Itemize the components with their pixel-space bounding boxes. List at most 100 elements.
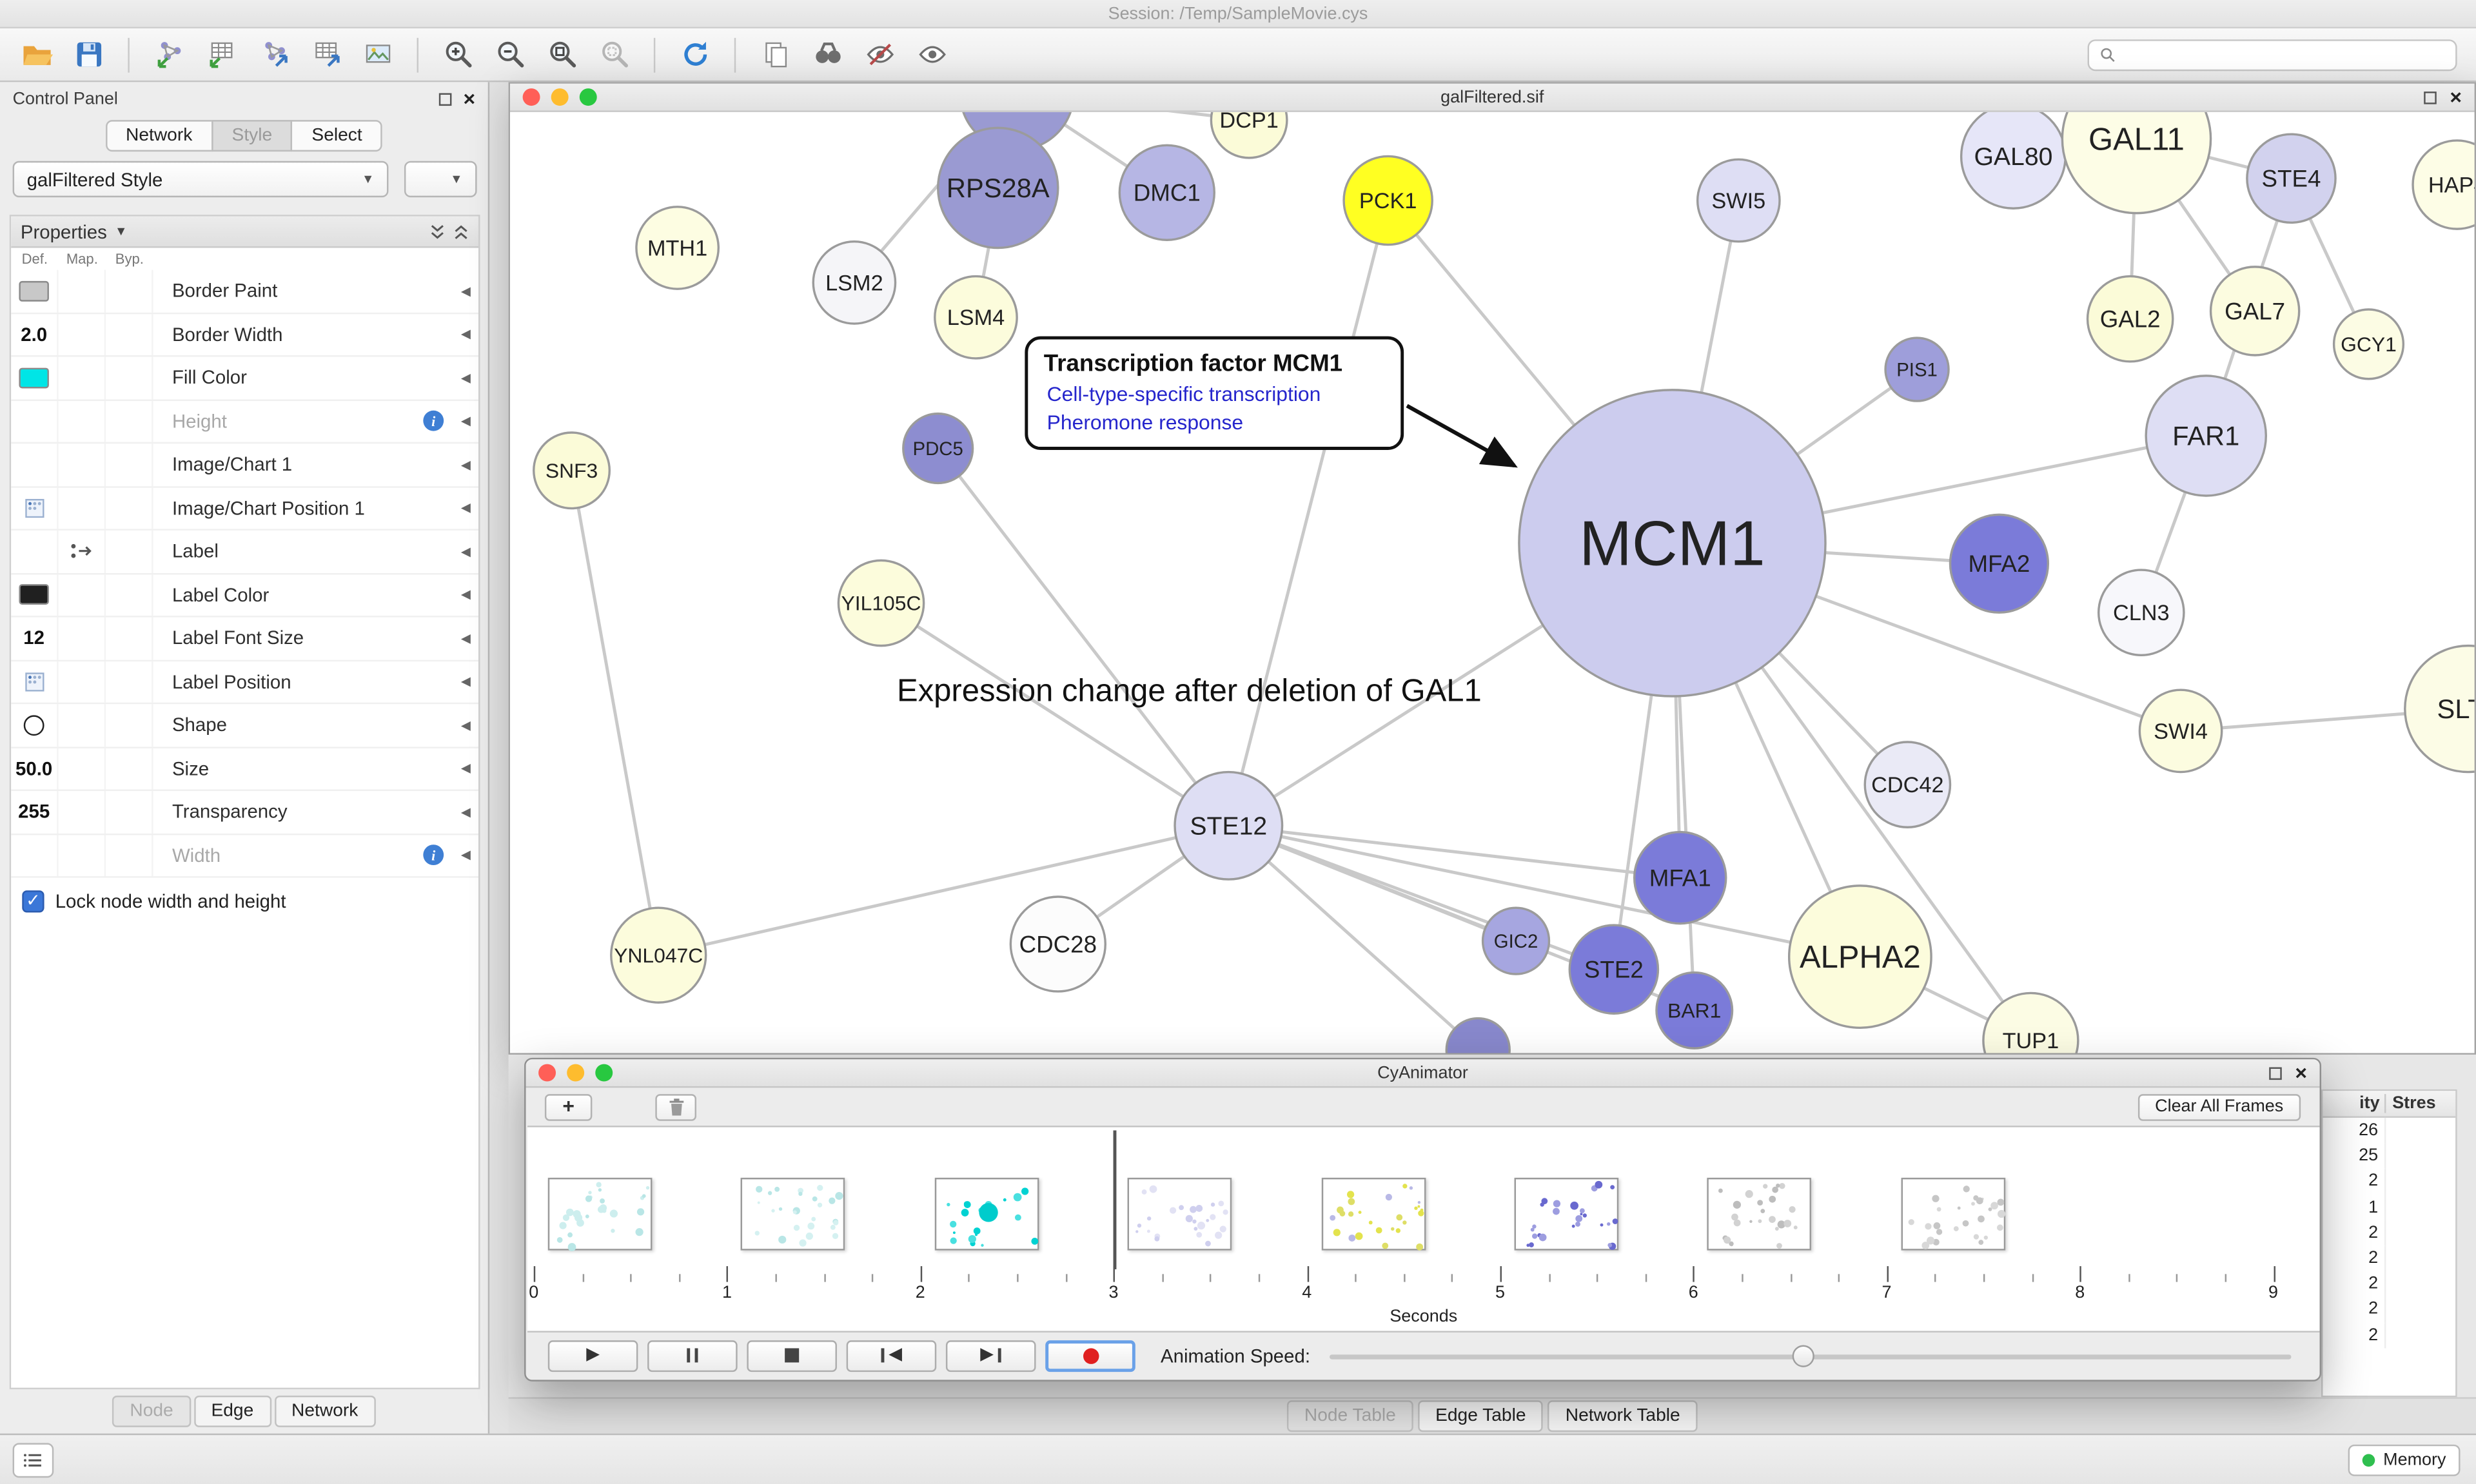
network-node-HAP4[interactable]	[2412, 139, 2475, 230]
default-value-cell[interactable]	[11, 444, 59, 486]
show-panels-button[interactable]	[12, 1443, 54, 1478]
tab-edge[interactable]: Edge	[193, 1395, 271, 1427]
network-node-GAL2[interactable]	[2086, 275, 2174, 363]
property-row-image-chart-position-1[interactable]: Image/Chart Position 1◀	[11, 487, 479, 531]
network-node-botnode[interactable]	[1445, 1017, 1511, 1053]
frame-thumbnail-4[interactable]	[1128, 1177, 1232, 1251]
network-node-CDC28[interactable]	[1009, 895, 1107, 993]
mapping-cell[interactable]	[59, 356, 106, 399]
slider-knob[interactable]	[1793, 1344, 1815, 1367]
mapping-cell[interactable]	[59, 400, 106, 442]
table-row[interactable]: 1	[2323, 1194, 2455, 1220]
frame-thumbnail-2[interactable]	[741, 1177, 846, 1251]
network-edge[interactable]	[570, 470, 660, 956]
default-value-cell[interactable]	[11, 269, 59, 312]
network-node-RPS28A[interactable]	[936, 126, 1059, 249]
bypass-cell[interactable]	[106, 574, 153, 616]
tab-network-table[interactable]: Network Table	[1548, 1400, 1698, 1432]
color-swatch[interactable]	[19, 367, 49, 388]
color-swatch[interactable]	[19, 280, 49, 302]
refresh-icon[interactable]	[671, 34, 718, 75]
bypass-cell[interactable]	[106, 834, 153, 877]
network-node-GAL11[interactable]	[2061, 112, 2212, 215]
property-row-fill-color[interactable]: Fill Color◀	[11, 356, 479, 400]
network-node-GIC2[interactable]	[1481, 906, 1551, 975]
default-value-cell[interactable]	[11, 704, 59, 747]
mapping-cell[interactable]	[59, 660, 106, 703]
default-value-cell[interactable]: 12	[11, 617, 59, 659]
color-swatch[interactable]	[19, 584, 49, 605]
skip-to-end-button[interactable]: ▶	[945, 1339, 1036, 1371]
open-session-icon[interactable]	[13, 34, 60, 75]
mapping-cell[interactable]	[59, 834, 106, 877]
properties-header[interactable]: Properties ▼	[11, 216, 479, 248]
bypass-cell[interactable]	[106, 356, 153, 399]
expand-row-icon[interactable]: ◀	[460, 544, 471, 559]
tab-style[interactable]: Style	[211, 120, 293, 152]
default-value-cell[interactable]	[11, 660, 59, 703]
maximize-window-icon[interactable]	[579, 88, 597, 106]
network-node-STE12[interactable]	[1174, 770, 1284, 881]
frame-thumbnail-6[interactable]	[1514, 1177, 1619, 1251]
record-button[interactable]	[1045, 1339, 1135, 1371]
mapping-cell[interactable]	[59, 444, 106, 486]
default-value-cell[interactable]: 50.0	[11, 747, 59, 790]
network-node-DCP1[interactable]	[1210, 112, 1288, 159]
collapse-all-icon[interactable]	[429, 224, 445, 239]
table-row[interactable]: 2	[2323, 1169, 2455, 1195]
network-edge[interactable]	[1227, 824, 1479, 1051]
network-edge[interactable]	[1228, 824, 1861, 959]
network-node-CLN3[interactable]	[2097, 569, 2185, 657]
bypass-cell[interactable]	[106, 444, 153, 486]
default-value-cell[interactable]: 2.0	[11, 313, 59, 356]
play-button[interactable]: ▶	[547, 1339, 638, 1371]
skip-to-start-button[interactable]: ◀	[846, 1339, 937, 1371]
snapshot-icon[interactable]	[752, 34, 799, 75]
mapping-cell[interactable]	[59, 704, 106, 747]
expand-row-icon[interactable]: ◀	[460, 284, 471, 298]
property-row-label-color[interactable]: Label Color◀	[11, 574, 479, 618]
tab-select[interactable]: Select	[291, 120, 383, 152]
bypass-cell[interactable]	[106, 530, 153, 572]
close-window-icon[interactable]	[522, 88, 540, 106]
export-image-icon[interactable]	[354, 34, 401, 75]
close-view-icon[interactable]: ×	[2295, 1060, 2307, 1084]
minimize-window-icon[interactable]	[551, 88, 569, 106]
table-row[interactable]: 2	[2323, 1322, 2455, 1348]
tab-node[interactable]: Node	[112, 1395, 191, 1427]
memory-button[interactable]: Memory	[2348, 1444, 2461, 1476]
expand-row-icon[interactable]: ◀	[460, 761, 471, 776]
expand-row-icon[interactable]: ◀	[460, 587, 471, 602]
search-box[interactable]	[2087, 39, 2457, 72]
bypass-cell[interactable]	[106, 269, 153, 312]
add-frame-button[interactable]: +	[544, 1093, 593, 1120]
close-view-icon[interactable]: ×	[2450, 84, 2462, 108]
network-node-GAL7[interactable]	[2209, 266, 2301, 356]
mapping-cell[interactable]	[59, 747, 106, 790]
network-edge[interactable]	[936, 447, 1230, 827]
frame-thumbnail-8[interactable]	[1901, 1177, 2005, 1251]
bypass-cell[interactable]	[106, 313, 153, 356]
tab-network[interactable]: Network	[105, 120, 213, 152]
close-panel-icon[interactable]: ×	[463, 86, 476, 111]
default-value-cell[interactable]	[11, 356, 59, 399]
bypass-cell[interactable]	[106, 747, 153, 790]
mapping-cell[interactable]	[59, 790, 106, 833]
property-row-label-position[interactable]: Label Position◀	[11, 660, 479, 705]
network-node-MFA1[interactable]	[1633, 830, 1727, 925]
float-window-icon[interactable]	[2270, 1066, 2283, 1079]
property-row-shape[interactable]: Shape◀	[11, 704, 479, 748]
annotation-box[interactable]: Transcription factor MCM1 Cell-type-spec…	[1025, 336, 1404, 450]
table-row[interactable]: 2	[2323, 1220, 2455, 1246]
expand-row-icon[interactable]: ◀	[460, 370, 471, 385]
info-icon[interactable]: i	[423, 411, 444, 432]
minimize-window-icon[interactable]	[567, 1064, 585, 1082]
zoom-out-icon[interactable]	[486, 34, 533, 75]
network-node-PCK1[interactable]	[1342, 155, 1433, 246]
property-row-border-paint[interactable]: Border Paint◀	[11, 269, 479, 314]
hide-selected-icon[interactable]	[856, 34, 903, 75]
canvas-caption[interactable]: Expression change after deletion of GAL1	[897, 674, 1482, 709]
table-column-header[interactable]: Stres	[2392, 1094, 2436, 1113]
expand-row-icon[interactable]: ◀	[460, 414, 471, 429]
